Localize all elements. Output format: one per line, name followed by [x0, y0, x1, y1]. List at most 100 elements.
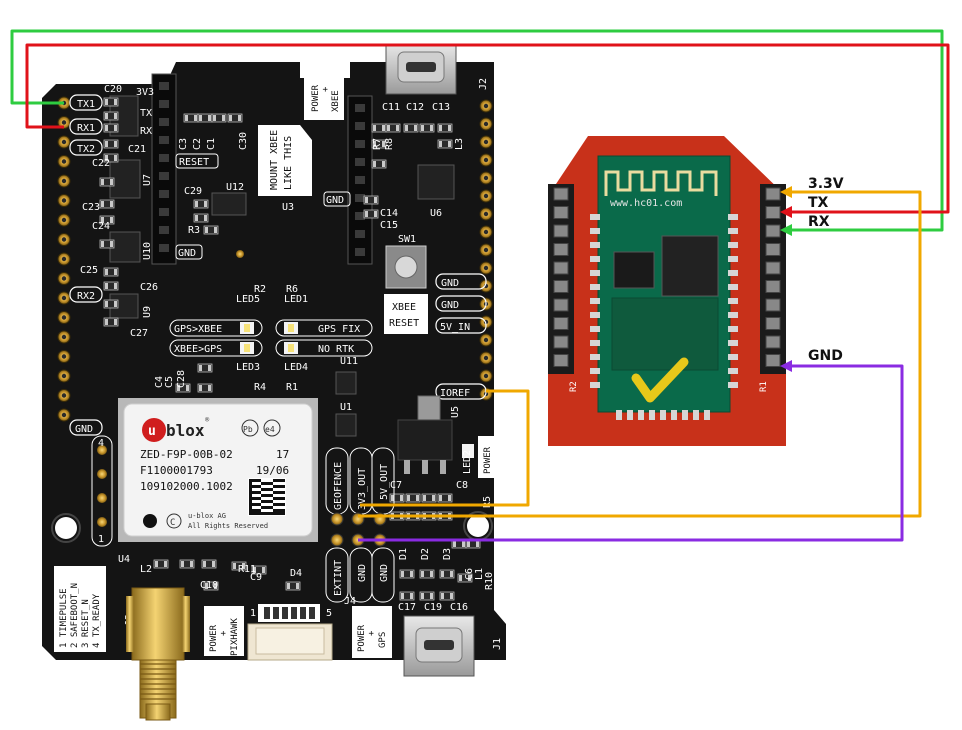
component-terminal [253, 567, 256, 573]
component-terminal [382, 161, 385, 167]
component-terminal [195, 201, 198, 207]
svg-text:C2: C2 [192, 138, 203, 150]
bt-edge-pad [590, 368, 600, 374]
component-terminal [410, 593, 413, 599]
label-rx: RX [808, 214, 830, 230]
bt-header-pin [553, 354, 569, 367]
component-terminal [204, 201, 207, 207]
svg-text:D4: D4 [290, 568, 302, 579]
xbee-socket [159, 190, 169, 198]
passive-component [103, 153, 119, 163]
datamatrix-cell [276, 497, 279, 500]
bt-header-pin [553, 224, 569, 238]
datamatrix-cell [270, 500, 273, 503]
wires [10, 29, 950, 542]
component-terminal [432, 495, 435, 501]
component-terminal [110, 201, 113, 207]
left-header [57, 96, 71, 422]
svg-text:U10: U10 [142, 242, 153, 260]
passive-component [197, 383, 213, 393]
datamatrix-cell [267, 506, 270, 509]
component-terminal [448, 495, 451, 501]
svg-text:GND: GND [357, 564, 368, 582]
svg-text:5V_IN: 5V_IN [440, 322, 470, 333]
svg-text:2 SAFEBOOT_N: 2 SAFEBOOT_N [70, 583, 80, 648]
svg-text:RESET: RESET [389, 318, 419, 329]
datamatrix-cell [282, 491, 285, 494]
xbee-socket [355, 248, 365, 256]
bt-edge-pad [590, 298, 600, 304]
bt-header-pin [553, 261, 569, 275]
datamatrix-cell [273, 485, 276, 488]
bt-edge-pad [728, 256, 738, 262]
header-hole [61, 373, 67, 379]
svg-text:R10: R10 [484, 572, 495, 590]
component-terminal [365, 197, 368, 203]
component-terminal [105, 155, 108, 161]
voltage-regulator [397, 395, 453, 474]
datamatrix-cell [264, 488, 267, 491]
component-terminal [416, 495, 419, 501]
component-terminal [199, 385, 202, 391]
component-terminal [114, 141, 117, 147]
bt-edge-pad [590, 340, 600, 346]
datamatrix-cell [267, 482, 270, 485]
bt-edge-pad [590, 354, 600, 360]
component-terminal [373, 141, 376, 147]
passive-component [285, 581, 301, 591]
component-terminal [110, 217, 113, 223]
bt-edge-pad [728, 284, 738, 290]
svg-text:C6: C6 [464, 568, 475, 580]
bt-r1: R1 [759, 381, 769, 392]
header-hole [483, 355, 489, 361]
datamatrix-cell [252, 479, 255, 482]
svg-text:J2: J2 [478, 78, 489, 90]
svg-text:C22: C22 [92, 158, 110, 169]
bt-shield [661, 235, 719, 297]
passive-component [457, 573, 473, 583]
datamatrix-cell [255, 512, 258, 515]
pin-rx-label: RX [140, 126, 152, 137]
arrow-3v3 [780, 186, 792, 198]
component-terminal [101, 179, 104, 185]
antenna-trace-icon [604, 170, 718, 196]
passive-component [175, 383, 191, 393]
datamatrix-cell [249, 479, 252, 482]
svg-text:XBEE: XBEE [392, 302, 416, 313]
svg-text:LIKE THIS: LIKE THIS [283, 136, 294, 190]
passive-component [99, 239, 115, 249]
svg-text:R5: R5 [482, 496, 493, 508]
passive-component [153, 559, 169, 569]
component-terminal [373, 125, 376, 131]
svg-text:C20: C20 [104, 84, 122, 95]
bt-header-pin [765, 187, 781, 201]
led-gps-xbee: GPS>XBEE [169, 319, 263, 337]
svg-text:5V_OUT: 5V_OUT [379, 464, 390, 500]
header-hole [483, 373, 489, 379]
svg-text:U7: U7 [142, 174, 153, 186]
component-terminal [439, 141, 442, 147]
svg-text:+: + [219, 630, 229, 636]
pin-tx2: TX2 [69, 139, 103, 156]
datamatrix-code [248, 478, 286, 516]
component-terminal [194, 115, 197, 121]
bt-url: www.hc01.com [610, 198, 682, 209]
svg-text:R6: R6 [286, 284, 298, 295]
xbee-socket [355, 176, 365, 184]
svg-text:C4: C4 [154, 376, 165, 388]
component-terminal [387, 125, 390, 131]
xbee-socket [355, 194, 365, 202]
datamatrix-cell [249, 491, 252, 494]
datamatrix-cell [279, 509, 282, 512]
component-terminal [407, 495, 410, 501]
bt-edge-pad [728, 270, 738, 276]
component-terminal [199, 365, 202, 371]
svg-text:LED2: LED2 [462, 450, 473, 474]
bt-edge-pad [590, 228, 600, 234]
component-terminal [114, 99, 117, 105]
svg-text:C7: C7 [390, 480, 402, 491]
component-terminal [296, 583, 299, 589]
svg-text:POWER: POWER [483, 446, 493, 474]
bt-edge-pad [728, 228, 738, 234]
pin-5v-in: 5V_IN [435, 317, 487, 334]
